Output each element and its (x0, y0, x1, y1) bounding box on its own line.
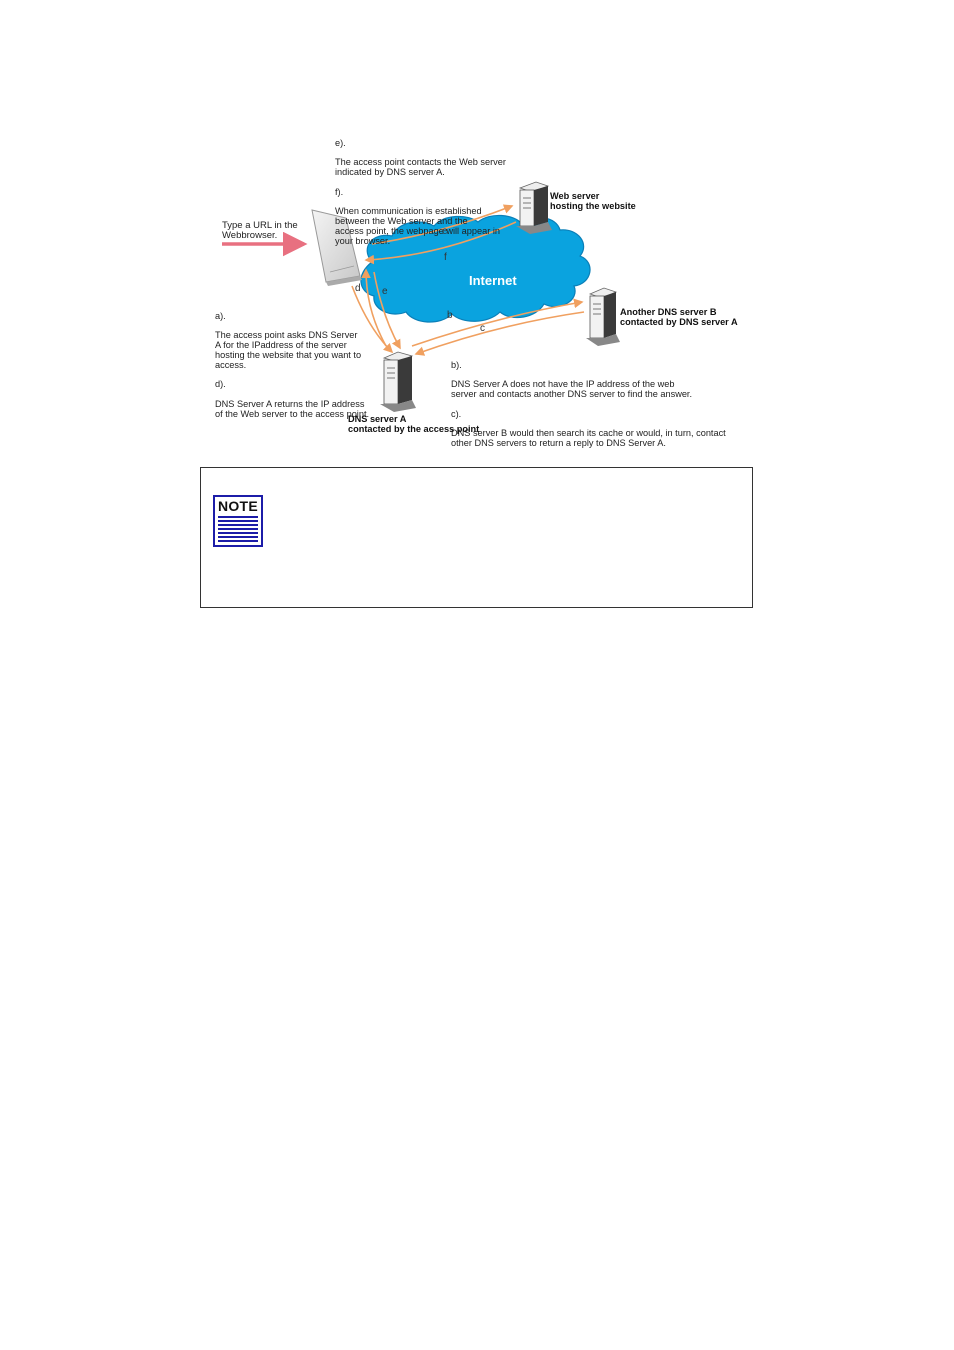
arrow-e-left (373, 271, 401, 350)
step-b-c-text: b). DNS Server A does not have the IP ad… (451, 351, 726, 459)
note-box: NOTE (200, 467, 753, 608)
arrow-label-d: d (355, 283, 361, 294)
note-icon-label: NOTE (217, 498, 259, 514)
dns-diagram (222, 181, 620, 412)
web-server-label: Web server hosting the website (550, 191, 636, 211)
step-e-f-text: e). The access point contacts the Web se… (335, 129, 506, 256)
arrow-b (411, 298, 584, 347)
access-point-icon (311, 209, 362, 286)
internet-label: Internet (469, 273, 517, 288)
dns-server-b-label: Another DNS server B contacted by DNS se… (620, 307, 738, 327)
step-c-heading: c). (451, 408, 462, 419)
step-b-heading: b). (451, 359, 462, 370)
arrow-d (361, 268, 387, 347)
step-d-description: DNS Server A returns the IP address of t… (215, 398, 370, 419)
step-a-d-text: a). The access point asks DNS Server A f… (215, 302, 369, 429)
arrow-c (414, 311, 585, 356)
flow-arrows (351, 204, 585, 356)
arrow-label-e-left: e (382, 286, 388, 297)
web-server-icon (516, 181, 552, 234)
step-a-description: The access point asks DNS Server A for t… (215, 330, 362, 370)
note-icon: NOTE (213, 495, 263, 547)
dns-server-a-label: DNS server A contacted by the access poi… (348, 414, 480, 434)
step-c-description: DNS server B would then search its cache… (451, 428, 726, 449)
step-e-heading: e). (335, 137, 346, 148)
step-f-heading: f). (335, 186, 344, 197)
dns-server-a-icon (380, 351, 416, 412)
step-a-heading: a). (215, 310, 226, 321)
step-e-description: The access point contacts the Web server… (335, 157, 506, 178)
dns-server-b-icon (586, 287, 620, 346)
step-b-description: DNS Server A does not have the IP addres… (451, 379, 693, 400)
arrow-label-b: b (447, 310, 453, 321)
note-icon-lines (218, 516, 258, 542)
arrow-e-top (371, 204, 514, 245)
internet-cloud (360, 214, 591, 323)
arrow-label-c: c (480, 323, 485, 334)
arrow-a (351, 285, 394, 354)
step-d-heading: d). (215, 379, 226, 390)
step-f-description: When communication is established betwee… (335, 206, 500, 246)
arrow-label-f: f (444, 252, 447, 263)
arrow-label-e-top: e (442, 226, 448, 237)
type-url-label: Type a URL in the Webbrowser. (222, 220, 298, 241)
arrow-f (364, 221, 517, 265)
